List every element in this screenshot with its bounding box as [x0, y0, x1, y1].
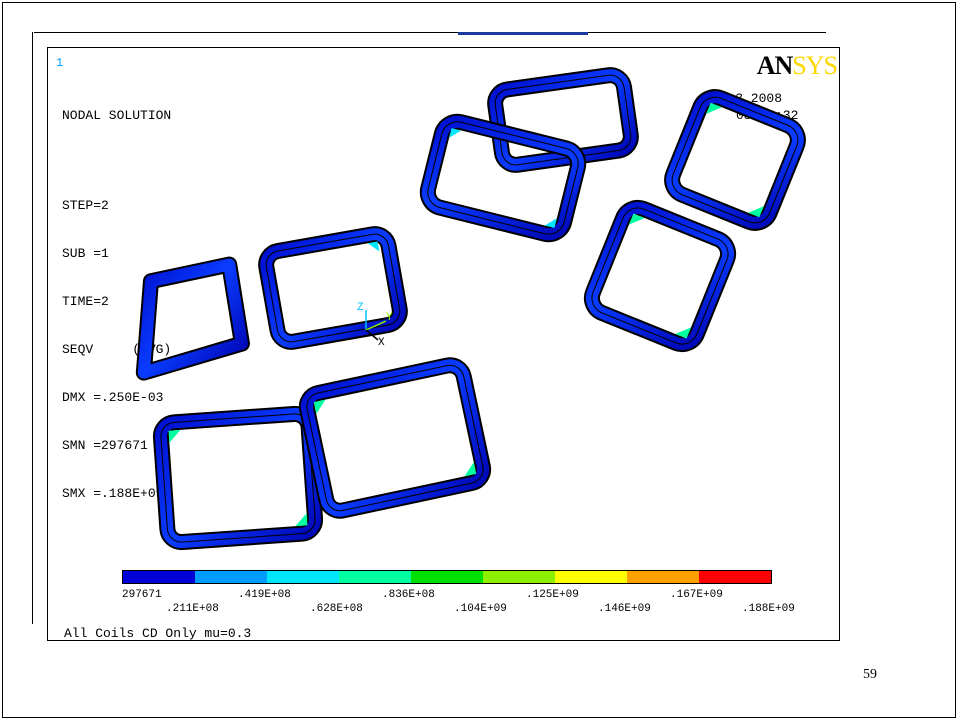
legend-swatch [555, 571, 627, 583]
plot-caption: All Coils CD Only mu=0.3 [64, 626, 252, 641]
ansys-graphics-window[interactable]: 1 ANSYS NODAL SOLUTION STEP=2 SUB =1 TIM… [47, 47, 840, 641]
legend-swatch [411, 571, 483, 583]
info-line: TIME=2 [62, 294, 109, 309]
legend-swatch [267, 571, 339, 583]
legend-label: .146E+09 [598, 603, 651, 615]
info-title: NODAL SOLUTION [62, 108, 172, 123]
coil-left-front [258, 226, 408, 350]
legend-label: .211E+08 [166, 603, 219, 615]
slide-divider-top [34, 32, 826, 33]
info-line: SMN =297671 [62, 438, 148, 453]
legend-label: .125E+09 [526, 589, 579, 601]
info-line: DMX =.250E-03 [62, 390, 164, 405]
coil-right-bottom [583, 199, 737, 353]
coil-bottom-right [298, 357, 492, 519]
coil-right-top [664, 89, 806, 231]
coil-bottom-left [152, 405, 324, 551]
axis-triad: Z Y X [357, 302, 393, 349]
window-number: 1 [56, 56, 64, 70]
slide-number: 59 [863, 667, 877, 682]
legend-label: .188E+09 [742, 603, 795, 615]
contour-legend-bar [122, 570, 772, 584]
legend-label: .419E+08 [238, 589, 291, 601]
legend-swatch [195, 571, 267, 583]
legend-swatch [339, 571, 411, 583]
coil-model-view[interactable]: Z Y X [48, 48, 840, 641]
info-line: SMX =.188E+09 [62, 486, 164, 501]
slide-divider-left [32, 32, 33, 624]
coil-left-back [135, 256, 250, 381]
ansys-logo: ANSYS [756, 51, 838, 80]
legend-label: 297671 [122, 589, 162, 601]
legend-label: .104E+09 [454, 603, 507, 615]
legend-swatch [699, 571, 771, 583]
axis-x-label: X [378, 337, 385, 349]
coil-upper-front [419, 113, 587, 243]
info-line: SUB =1 [62, 246, 109, 261]
axis-z-label: Z [357, 302, 364, 314]
legend-label: .167E+09 [670, 589, 723, 601]
axis-y-label: Y [386, 312, 393, 324]
solution-info-panel: NODAL SOLUTION STEP=2 SUB =1 TIME=2 SEQV… [62, 76, 171, 534]
info-line: STEP=2 [62, 198, 109, 213]
legend-swatch [483, 571, 555, 583]
legend-swatch [123, 571, 195, 583]
legend-swatch [627, 571, 699, 583]
legend-label: .836E+08 [382, 589, 435, 601]
slide-accent-bar [458, 32, 588, 35]
legend-label: .628E+08 [310, 603, 363, 615]
